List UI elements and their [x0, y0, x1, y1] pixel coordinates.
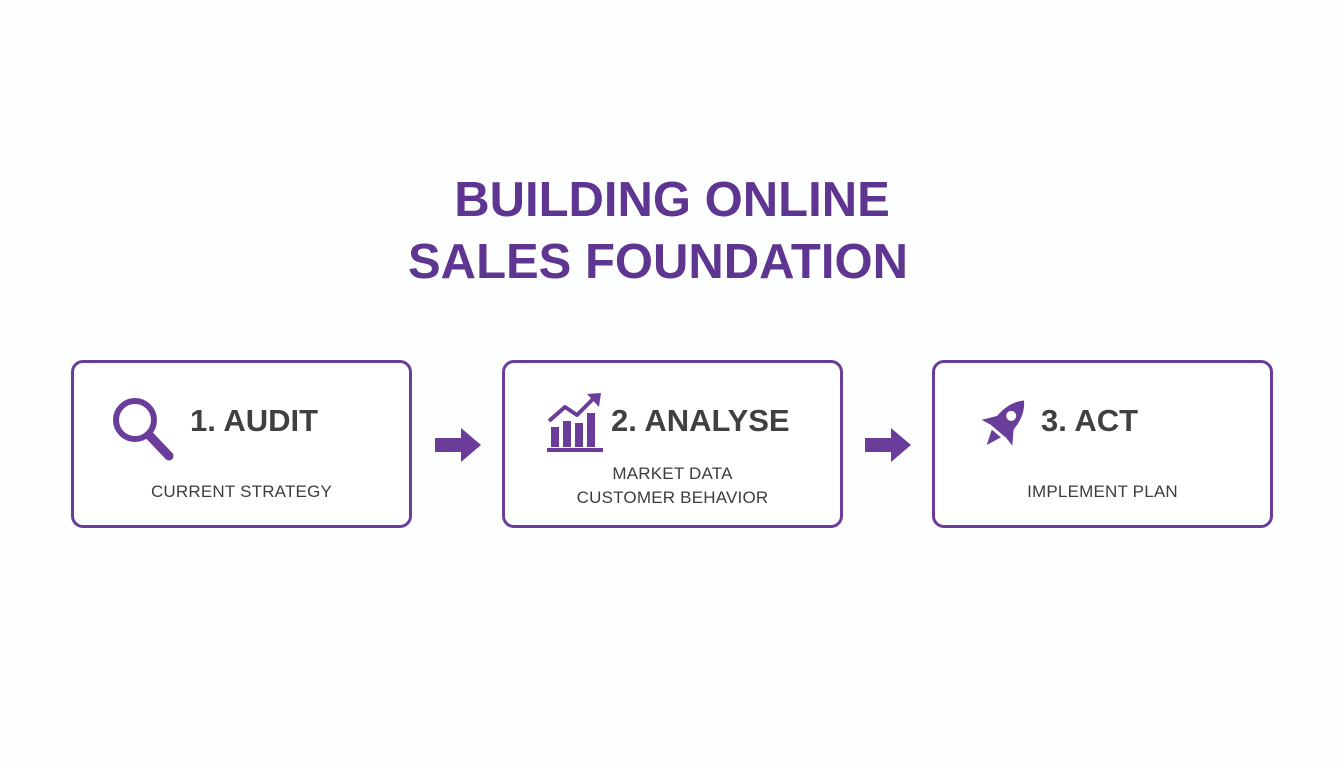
step-heading: 2. ANALYSE: [611, 403, 790, 438]
step-description: CURRENT STRATEGY: [150, 482, 333, 501]
step-card-analyse: 2. ANALYSE MARKET DATA CUSTOMER BEHAVIOR: [502, 360, 843, 528]
step-description: CUSTOMER BEHAVIOR: [576, 488, 769, 507]
step-card-audit: 1. AUDIT CURRENT STRATEGY: [71, 360, 412, 528]
step-heading: 1. AUDIT: [190, 403, 319, 438]
magnifying-glass-icon: [113, 398, 174, 461]
step-heading: 3. ACT: [1041, 403, 1139, 438]
rocket-icon: [981, 400, 1025, 446]
step-description: MARKET DATA: [612, 464, 733, 483]
arrow-right-icon: [865, 428, 911, 462]
step-description: IMPLEMENT PLAN: [1027, 482, 1178, 501]
step-card-act: 3. ACT IMPLEMENT PLAN: [932, 360, 1273, 528]
growth-chart-icon: [547, 393, 603, 452]
arrow-right-icon: [435, 428, 481, 462]
title-line-1: BUILDING ONLINE: [454, 173, 890, 227]
title-line-2: SALES FOUNDATION: [408, 235, 908, 289]
